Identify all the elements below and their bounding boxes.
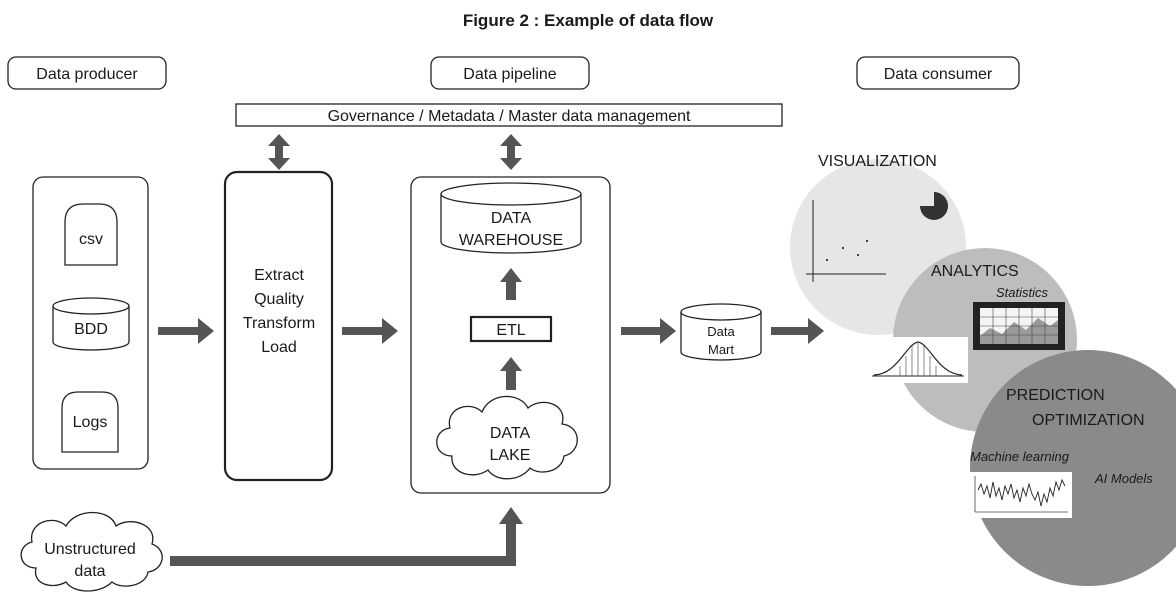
arrow-unstructured-to-pipeline — [170, 507, 523, 566]
machine-learning-label: Machine learning — [970, 449, 1070, 464]
svg-text:DATA: DATA — [490, 425, 531, 442]
arrow-etl-to-warehouse — [500, 268, 522, 300]
svg-text:Data: Data — [707, 324, 735, 339]
governance-arrow-left — [268, 134, 290, 170]
arrow-mart-to-consumer — [771, 318, 824, 344]
visualization-label: VISUALIZATION — [818, 153, 937, 170]
svg-text:DATA: DATA — [491, 210, 532, 227]
csv-source: csv — [64, 203, 118, 266]
etl-box: ETL — [469, 315, 553, 343]
unstructured-data-cloud: Unstructured data — [20, 512, 163, 592]
data-lake-cloud: DATA LAKE — [436, 395, 578, 480]
svg-text:Governance / Metadata / Master: Governance / Metadata / Master data mana… — [328, 108, 691, 125]
header-data-pipeline: Data pipeline — [430, 56, 590, 90]
data-warehouse: DATA WAREHOUSE — [440, 182, 582, 254]
svg-text:Transform: Transform — [243, 315, 315, 332]
svg-text:data: data — [74, 563, 105, 580]
svg-text:Data consumer: Data consumer — [884, 66, 993, 83]
svg-text:BDD: BDD — [74, 321, 108, 338]
header-data-producer: Data producer — [7, 56, 167, 90]
time-series-chart-icon — [968, 472, 1072, 518]
figure-title: Figure 2 : Example of data flow — [463, 11, 714, 30]
data-mart: Data Mart — [680, 303, 762, 361]
svg-text:Extract: Extract — [254, 267, 304, 284]
prediction-label: PREDICTION — [1006, 387, 1105, 404]
optimization-label: OPTIMIZATION — [1032, 412, 1145, 429]
scatter-icon — [806, 200, 886, 282]
statistics-chart-icon — [973, 302, 1065, 350]
logs-source: Logs — [61, 391, 119, 453]
svg-text:Data producer: Data producer — [36, 66, 138, 83]
bdd-database: BDD — [52, 297, 130, 351]
etl-process-box: Extract Quality Transform Load — [223, 170, 334, 482]
arrow-lake-to-etl — [500, 357, 522, 390]
svg-text:WAREHOUSE: WAREHOUSE — [459, 232, 563, 249]
ai-models-label: AI Models — [1094, 471, 1153, 486]
analytics-label: ANALYTICS — [931, 263, 1019, 280]
svg-text:LAKE: LAKE — [490, 447, 531, 464]
svg-text:ETL: ETL — [496, 322, 525, 339]
pie-chart-icon — [920, 192, 948, 220]
governance-bar: Governance / Metadata / Master data mana… — [235, 103, 783, 127]
header-data-consumer: Data consumer — [856, 56, 1020, 90]
svg-text:Data pipeline: Data pipeline — [463, 66, 557, 83]
arrow-process-to-pipeline — [342, 318, 398, 344]
svg-text:Logs: Logs — [73, 414, 108, 431]
svg-text:Load: Load — [261, 339, 297, 356]
bell-curve-icon — [868, 337, 968, 383]
prediction-circle — [970, 350, 1176, 586]
svg-text:Unstructured: Unstructured — [44, 541, 136, 558]
arrow-pipeline-to-mart — [621, 318, 676, 344]
governance-arrow-right — [500, 134, 522, 170]
statistics-label: Statistics — [996, 285, 1049, 300]
svg-text:csv: csv — [79, 231, 103, 248]
svg-text:Quality: Quality — [254, 291, 304, 308]
svg-text:Mart: Mart — [708, 342, 734, 357]
arrow-producer-to-process — [158, 318, 214, 344]
